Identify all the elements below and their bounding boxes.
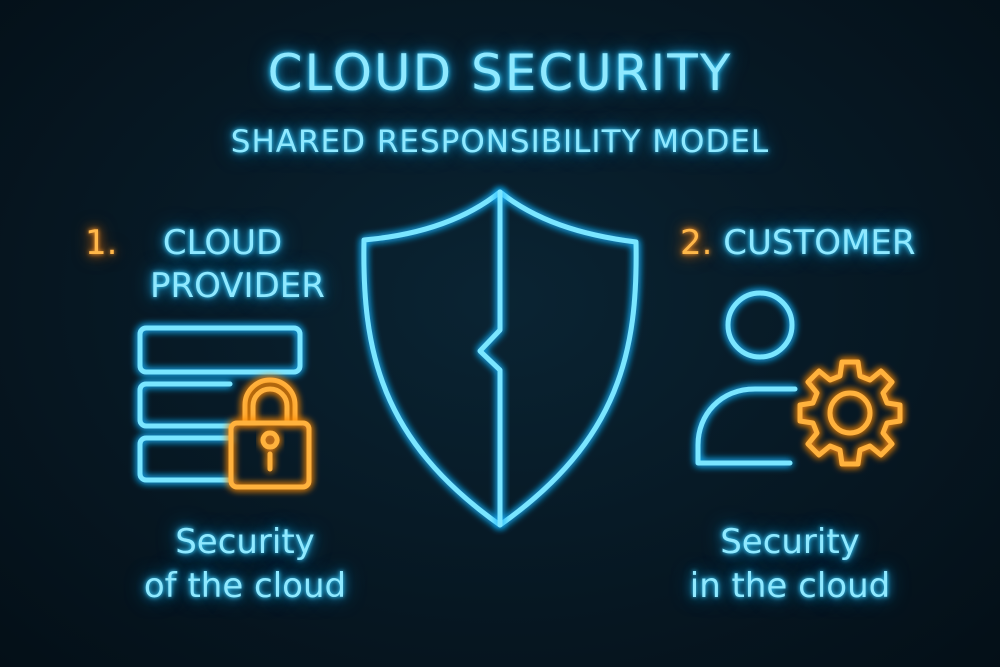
customer-caption: Security in the cloud [660,520,920,608]
split-shield-icon [361,189,639,528]
panel-heading: 2. CUSTOMER [680,221,915,265]
caption-line1: Security [175,522,315,562]
gear-icon [797,359,903,467]
user-icon [695,290,798,466]
server-rack-icon [137,325,303,483]
page-title: CLOUD SECURITY [267,44,733,102]
panel-heading-line2: PROVIDER [150,266,325,306]
panel-heading-text: CUSTOMER [723,223,916,263]
padlock-icon [228,377,312,490]
panel-heading-line1: CLOUD [162,223,283,263]
caption-line1: Security [720,522,860,562]
panel-number: 2. [680,223,713,263]
page-subtitle: SHARED RESPONSIBILITY MODEL [230,124,770,160]
panel-number: 1. [85,223,118,263]
provider-caption: Security of the cloud [110,520,380,608]
caption-line2: in the cloud [689,566,891,606]
caption-line2: of the cloud [143,566,347,606]
